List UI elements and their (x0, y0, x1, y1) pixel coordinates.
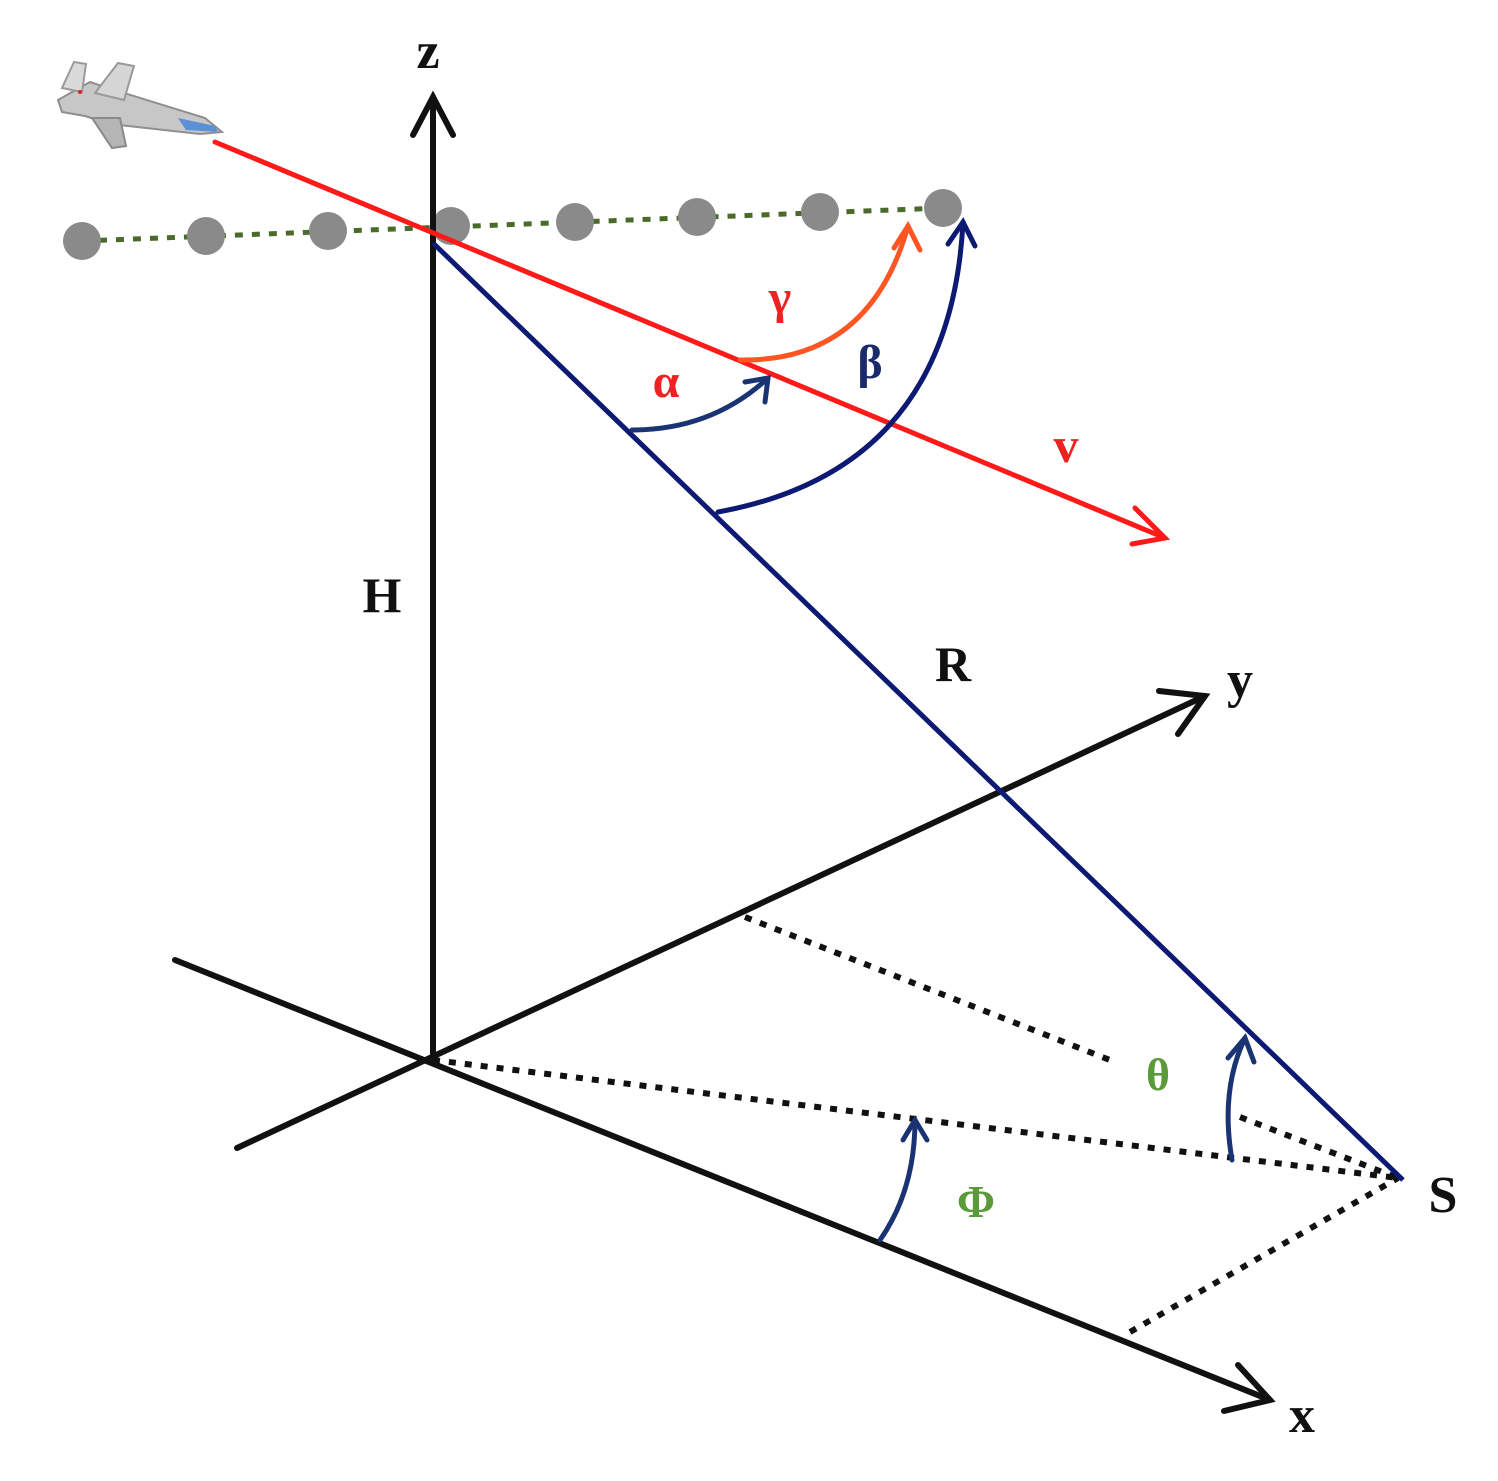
gamma-label: γ (768, 271, 791, 324)
track-dot (309, 212, 347, 250)
phi-label: Φ (957, 1176, 995, 1227)
y-axis-line (234, 693, 1208, 1151)
alpha-arc-arrowhead (742, 374, 771, 405)
height-label: H (363, 567, 402, 623)
x-axis-line (172, 957, 1273, 1403)
alpha-arc (629, 375, 771, 433)
track-dot (63, 222, 101, 260)
theta-label: θ (1146, 1049, 1170, 1100)
track-dot (678, 198, 716, 236)
z-axis-label: z (416, 23, 439, 80)
z-axis-arrowhead (410, 90, 456, 138)
x-axis-arrowhead (1221, 1362, 1276, 1414)
gamma-arc (737, 223, 911, 363)
track-dots (63, 189, 962, 260)
x-axis-label: x (1289, 1387, 1315, 1444)
slant-range-line (431, 241, 1405, 1182)
angle-arcs (629, 217, 1257, 1243)
track-dot (556, 203, 594, 241)
track-dot (187, 217, 225, 255)
phi-arc-arrowhead (900, 1115, 930, 1143)
velocity-label: v (1054, 417, 1079, 473)
range-label: R (935, 636, 972, 692)
aircraft-icon (56, 60, 225, 150)
y-axis-label: y (1227, 652, 1253, 709)
phi-arc (877, 1117, 918, 1243)
theta-arc-arrowhead (1225, 1033, 1257, 1065)
track-dot (924, 189, 962, 227)
beta-arc (715, 219, 966, 515)
velocity-vector (212, 139, 1171, 547)
alpha-label: α (653, 355, 680, 408)
ground-axes (172, 90, 1276, 1414)
target-label: S (1429, 1167, 1458, 1224)
y-axis-arrowhead (1156, 688, 1211, 737)
flight-track (63, 189, 962, 260)
beta-label: β (857, 336, 882, 389)
labels: z y x H R v S α γ β θ Φ (363, 23, 1458, 1444)
beta-arc-arrowhead (945, 217, 978, 249)
gamma-arc-arrowhead (891, 220, 923, 253)
theta-arc (1225, 1035, 1248, 1163)
track-dot (801, 193, 839, 231)
